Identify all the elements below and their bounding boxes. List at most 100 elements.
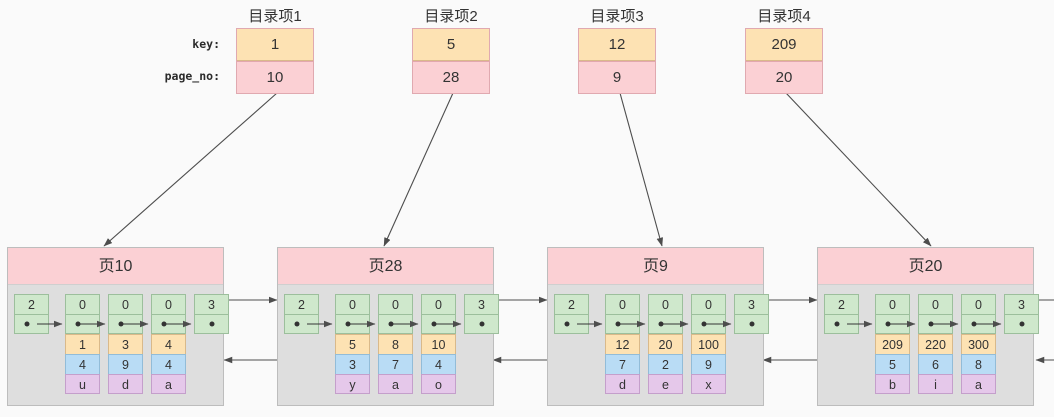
page-4-record-1-col2: 5 (875, 354, 910, 374)
directory-entry-3-title: 目录项3 (590, 8, 644, 25)
directory-entry-4-box[interactable]: 209 20 (745, 28, 823, 94)
page-2-record-1: 0 5 3 y (335, 294, 370, 394)
page-4-record-3-n: 0 (961, 294, 996, 314)
page-4-body: 2 0 209 5 b 0 220 6 i 0 300 8 (818, 285, 1039, 405)
page-3-supremum-n: 3 (734, 294, 769, 314)
arrow-entry4-to-page20 (785, 92, 932, 247)
directory-entry-3-page-no: 9 (579, 61, 655, 93)
page-2-infimum-n: 2 (284, 294, 319, 314)
page-2-body: 2 0 5 3 y 0 8 7 a 0 10 4 o (278, 285, 499, 405)
page-3-record-2: 0 20 2 e (648, 294, 683, 394)
page-4-record-2-col3: i (918, 374, 953, 394)
page-2-infimum-pointer (284, 314, 319, 334)
directory-entry-2-key: 5 (413, 29, 489, 61)
directory-entry-4-page-no: 20 (746, 61, 822, 93)
page-3-record-1-col3: d (605, 374, 640, 394)
page-box-1[interactable]: 页10 2 0 1 4 u 0 3 9 d 0 (7, 247, 229, 406)
page-3-record-2-col3: e (648, 374, 683, 394)
page-1-supremum-record: 3 (194, 294, 229, 334)
page-2-record-1-n: 0 (335, 294, 370, 314)
page-3-record-1: 0 12 7 d (605, 294, 640, 394)
page-1-record-2-col2: 9 (108, 354, 143, 374)
page-2-record-3-col2: 4 (421, 354, 456, 374)
page-3-record-2-col2: 2 (648, 354, 683, 374)
page-1-record-3-col2: 4 (151, 354, 186, 374)
page-1-record-3-key: 4 (151, 334, 186, 354)
page-4-record-3-col2: 8 (961, 354, 996, 374)
page-1-supremum-n: 3 (194, 294, 229, 314)
page-3-body: 2 0 12 7 d 0 20 2 e 0 100 9 (548, 285, 769, 405)
page-box-2[interactable]: 页28 2 0 5 3 y 0 8 7 a 0 (277, 247, 499, 406)
directory-entry-1-box[interactable]: 1 10 (236, 28, 314, 94)
page-4-record-1-key: 209 (875, 334, 910, 354)
page-1-infimum-n: 2 (14, 294, 49, 314)
directory-entry-3-box[interactable]: 12 9 (578, 28, 656, 94)
directory-entry-2-box[interactable]: 5 28 (412, 28, 490, 94)
page-3-record-3-col3: x (691, 374, 726, 394)
page-4-record-3-col3: a (961, 374, 996, 394)
page-1-header: 页10 (8, 248, 223, 285)
page-box-3[interactable]: 页9 2 0 12 7 d 0 20 2 e 0 (547, 247, 769, 406)
page-3-record-1-col2: 7 (605, 354, 640, 374)
page-1-body: 2 0 1 4 u 0 3 9 d 0 4 4 a (8, 285, 229, 405)
page-3-record-3-key: 100 (691, 334, 726, 354)
directory-entry-2-title: 目录项2 (424, 8, 478, 25)
page-2-record-2-key: 8 (378, 334, 413, 354)
page-2-record-3-key: 10 (421, 334, 456, 354)
page-1-record-2-n: 0 (108, 294, 143, 314)
page-3-internal-link-arrows (577, 320, 732, 328)
page-4-record-2-col2: 6 (918, 354, 953, 374)
page-4-record-1: 0 209 5 b (875, 294, 910, 394)
directory-entry-1-key: 1 (237, 29, 313, 61)
page-2-record-1-key: 5 (335, 334, 370, 354)
directory-entry-1-page-no: 10 (237, 61, 313, 93)
page-box-4[interactable]: 页20 2 0 209 5 b 0 220 6 i 0 (817, 247, 1039, 406)
page-2-supremum-record: 3 (464, 294, 499, 334)
page-3-header: 页9 (548, 248, 763, 285)
directory-entry-4-title: 目录项4 (757, 8, 811, 25)
page-4-infimum-pointer (824, 314, 859, 334)
page-2-record-3-col3: o (421, 374, 456, 394)
directory-entry-4-key: 209 (746, 29, 822, 61)
page-3-record-1-key: 12 (605, 334, 640, 354)
arrow-entry3-to-page9 (619, 92, 663, 247)
page-4-header: 页20 (818, 248, 1033, 285)
directory-entry-1-title: 目录项1 (248, 8, 302, 25)
page-3-infimum-pointer (554, 314, 589, 334)
page-1-internal-link-arrows (37, 320, 192, 328)
page-2-header: 页28 (278, 248, 493, 285)
page-1-record-1-col3: u (65, 374, 100, 394)
page-2-supremum-n: 3 (464, 294, 499, 314)
page-3-supremum-record: 3 (734, 294, 769, 334)
page-1-infimum-record: 2 (14, 294, 49, 334)
page-1-record-2: 0 3 9 d (108, 294, 143, 394)
page-1-record-1-key: 1 (65, 334, 100, 354)
page-3-infimum-n: 2 (554, 294, 589, 314)
page-4-supremum-pointer (1004, 314, 1039, 334)
page-2-record-2: 0 8 7 a (378, 294, 413, 394)
page-3-infimum-record: 2 (554, 294, 589, 334)
page-2-internal-link-arrows (307, 320, 462, 328)
page-2-record-2-n: 0 (378, 294, 413, 314)
page-1-record-3-n: 0 (151, 294, 186, 314)
directory-entry-3-key: 12 (579, 29, 655, 61)
page-4-record-3: 0 300 8 a (961, 294, 996, 394)
page-4-infimum-record: 2 (824, 294, 859, 334)
page-4-record-2-key: 220 (918, 334, 953, 354)
page-1-record-1-col2: 4 (65, 354, 100, 374)
page-2-record-1-col3: y (335, 374, 370, 394)
page-4-supremum-n: 3 (1004, 294, 1039, 314)
page-2-infimum-record: 2 (284, 294, 319, 334)
page-4-record-1-col3: b (875, 374, 910, 394)
page-1-supremum-pointer (194, 314, 229, 334)
page-3-record-2-key: 20 (648, 334, 683, 354)
page-2-record-1-col2: 3 (335, 354, 370, 374)
page-4-record-2-n: 0 (918, 294, 953, 314)
page-3-record-3-n: 0 (691, 294, 726, 314)
page-1-record-2-key: 3 (108, 334, 143, 354)
arrow-entry2-to-page28 (383, 92, 454, 247)
page-1-record-1: 0 1 4 u (65, 294, 100, 394)
page-1-record-3-col3: a (151, 374, 186, 394)
page-4-record-1-n: 0 (875, 294, 910, 314)
